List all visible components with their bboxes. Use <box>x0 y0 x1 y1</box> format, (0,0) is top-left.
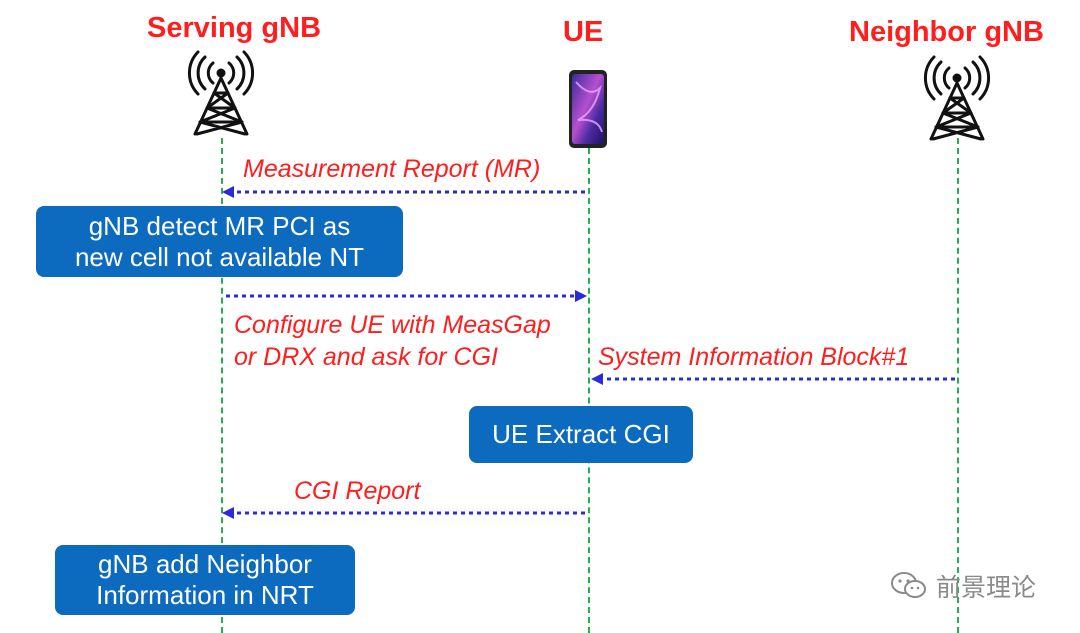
detect-mr-line1: gNB detect MR PCI as <box>88 210 351 241</box>
wechat-icon <box>891 572 926 598</box>
ue-extract-cgi-label: UE Extract CGI <box>492 419 670 449</box>
config-message-line1: Configure UE with MeasGap <box>234 311 551 339</box>
serving-gnb-lifeline <box>221 138 223 633</box>
config-message-line2: or DRX and ask for CGI <box>234 343 498 371</box>
add-neighbor-line1: gNB add Neighbor <box>98 549 312 579</box>
neighbor-gnb-title: Neighbor gNB <box>849 16 1044 48</box>
watermark: 前景理论 <box>890 568 1036 604</box>
detect-mr-box: gNB detect MR PCI as new cell not availa… <box>36 206 403 277</box>
mr-arrowhead <box>222 186 234 198</box>
sib-message-label: System Information Block#1 <box>598 343 910 371</box>
add-neighbor-box: gNB add Neighbor Information in NRT <box>55 545 355 615</box>
add-neighbor-line2: Information in NRT <box>96 580 314 610</box>
ue-lifeline <box>588 138 590 633</box>
mr-message-label: Measurement Report (MR) <box>243 155 541 183</box>
serving-gnb-title: Serving gNB <box>147 12 322 44</box>
cgi-report-arrowhead <box>222 507 234 519</box>
cgi-report-label: CGI Report <box>294 477 421 505</box>
detect-mr-line2: new cell not available NT <box>74 241 365 272</box>
neighbor-gnb-lifeline <box>957 138 959 633</box>
config-arrowhead <box>575 290 587 302</box>
ue-title: UE <box>563 16 604 48</box>
watermark-text: 前景理论 <box>936 574 1037 602</box>
ue-extract-cgi-box: UE Extract CGI <box>469 406 693 463</box>
sib-arrowhead <box>591 373 603 385</box>
